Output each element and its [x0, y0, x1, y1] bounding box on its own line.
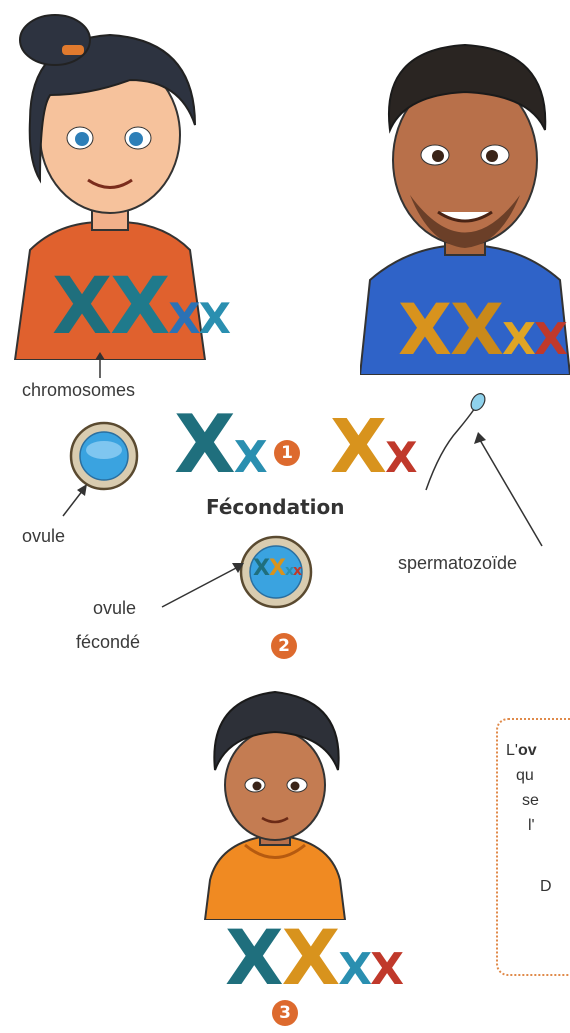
- textbox-line-2: qu: [506, 763, 570, 788]
- textbox-line-5: D: [506, 874, 570, 899]
- info-textbox: L'ov qu se l' D: [496, 718, 570, 976]
- textbox-line-3: se: [506, 788, 570, 813]
- textbox-line-1: L'ov: [506, 738, 570, 763]
- textbox-line-4: l': [506, 813, 570, 838]
